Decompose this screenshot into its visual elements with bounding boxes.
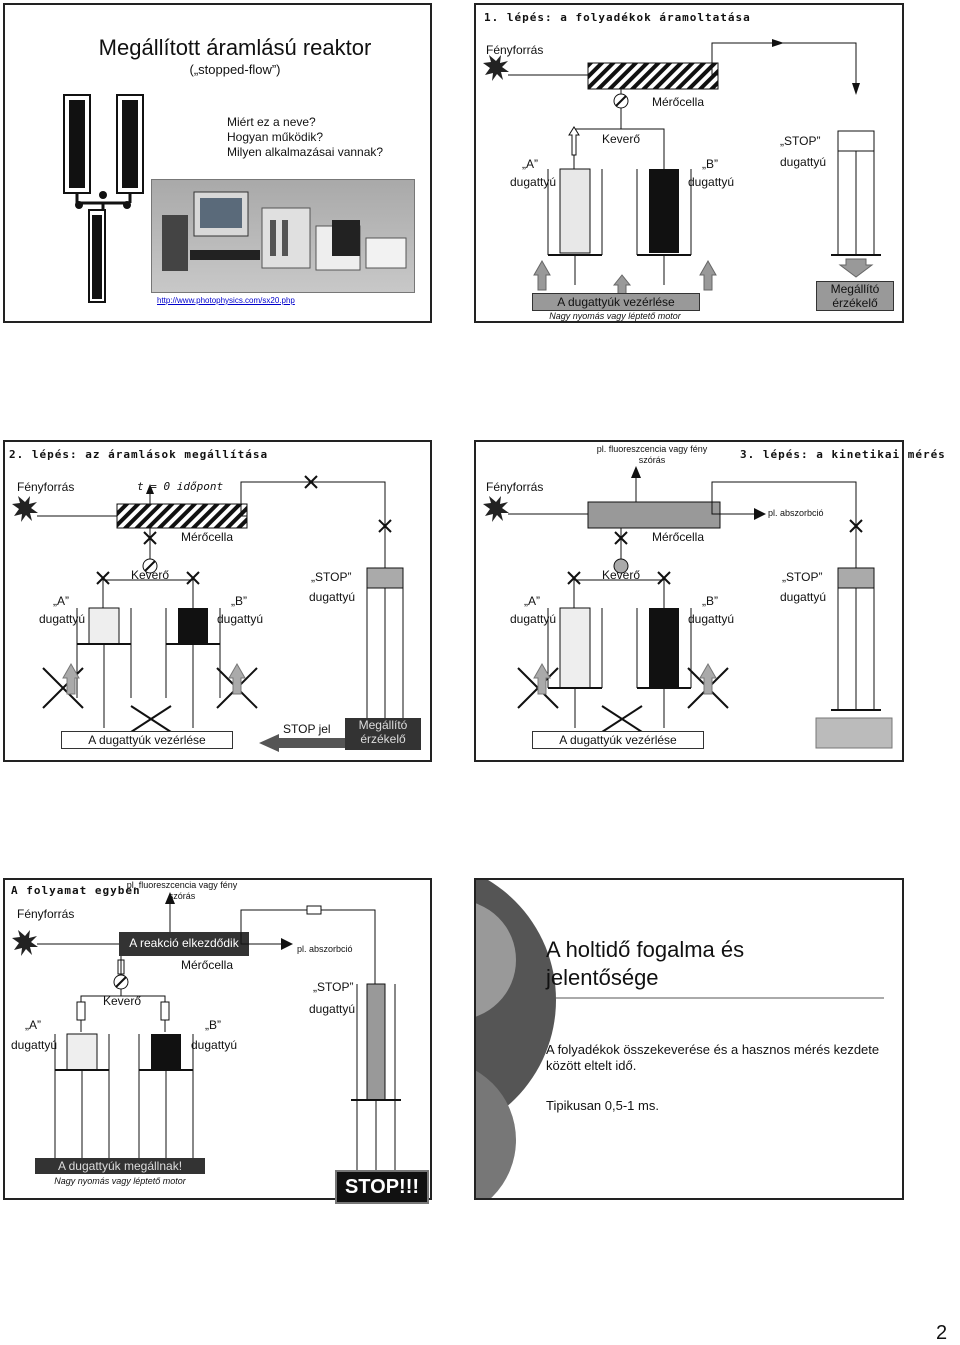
slide4-diagram <box>483 466 893 749</box>
slide4-fluorescence: pl. fluoreszcencia vagy fény szórás <box>596 444 708 465</box>
slide4-syringe-a-word: dugattyú <box>510 612 557 626</box>
slide5-stop-syringe: „STOP” <box>313 980 354 994</box>
page-number: 2 <box>936 1322 948 1344</box>
slide2-stop-detector: Megállító érzékelő <box>816 281 894 311</box>
slide2-motor: Nagy nyomás vagy léptető motor <box>549 311 681 321</box>
slide3-syringe-b-word: dugattyú <box>217 612 264 626</box>
slide1-subtitle: („stopped-flow”) <box>189 62 281 77</box>
slide5-syringe-a: „A” <box>25 1018 41 1032</box>
slide3-syringe-a: „A” <box>53 594 69 608</box>
slide2-syringe-a-word: dugattyú <box>510 175 557 189</box>
slide2-diagram <box>483 39 881 296</box>
slide4-stop-syringe-word: dugattyú <box>780 590 827 604</box>
slide6-typical: Tipikusan 0,5-1 ms. <box>546 1098 659 1113</box>
slide3-time-zero: t = 0 időpont <box>137 480 224 493</box>
slide2-stop-syringe: „STOP” <box>780 134 821 148</box>
slide4-syringe-b-word: dugattyú <box>688 612 735 626</box>
slide3-stop-syringe-word: dugattyú <box>309 590 356 604</box>
slide2-syringe-b: „B” <box>702 157 718 171</box>
slide2-stop-syringe-word: dugattyú <box>780 155 827 169</box>
slide4-heading: 3. lépés: a kinetikai mérés <box>740 448 946 461</box>
slide-4: pl. fluoreszcencia vagy fény szórás 3. l… <box>474 440 945 762</box>
slide2-heading: 1. lépés: a folyadékok áramoltatása <box>484 11 751 24</box>
stopped-flow-schematic-icon <box>63 94 144 303</box>
slide6-title: A holtidő fogalma és jelentősége <box>546 937 745 990</box>
slide2-control: A dugattyúk vezérlése <box>532 293 700 311</box>
slide1-title: Megállított áramlású reaktor <box>98 35 372 60</box>
slide4-syringe-b: „B” <box>702 594 718 608</box>
slide5-cell: Mérőcella <box>181 958 234 972</box>
instrument-photo <box>151 179 415 293</box>
slide1-question-2: Hogyan működik? <box>227 130 324 144</box>
slide3-heading: 2. lépés: az áramlások megállítása <box>9 448 269 461</box>
slide5-fluorescence: pl. fluoreszcencia vagy fény szórás <box>126 880 238 901</box>
slide2-syringe-a: „A” <box>522 157 538 171</box>
slide5-syringe-b-word: dugattyú <box>191 1038 238 1052</box>
slide5-diagram <box>12 892 401 1171</box>
slide2-syringe-b-word: dugattyú <box>688 175 735 189</box>
slide-5: A folyamat egyben pl. fluoreszcencia vag… <box>3 878 432 1204</box>
slide3-diagram <box>12 475 410 752</box>
slide3-cell: Mérőcella <box>181 530 234 544</box>
slide4-syringe-a: „A” <box>524 594 540 608</box>
slide4-mixer: Keverő <box>602 568 641 582</box>
slide6-decoration <box>476 880 884 1198</box>
slide3-stop-signal: STOP jel <box>283 722 331 736</box>
slide-6: A holtidő fogalma és jelentősége A folya… <box>474 878 904 1200</box>
slide4-light-source: Fényforrás <box>486 480 544 494</box>
slide1-url[interactable]: http://www.photophysics.com/sx20.php <box>157 296 295 305</box>
slide3-light-source: Fényforrás <box>17 480 75 494</box>
slide3-mixer: Keverő <box>131 568 170 582</box>
slide5-stop-big: STOP!!! <box>335 1170 429 1204</box>
slide2-light-source: Fényforrás <box>486 43 544 57</box>
slide5-reaction-start: A reakció elkezdődik <box>129 936 239 950</box>
slide4-control: A dugattyúk vezérlése <box>532 731 704 749</box>
slide3-stop-detector: Megállító érzékelő <box>345 718 421 750</box>
slide5-motor: Nagy nyomás vagy léptető motor <box>54 1176 186 1186</box>
slide4-cell: Mérőcella <box>652 530 705 544</box>
slide3-control: A dugattyúk vezérlése <box>61 731 233 749</box>
slide5-absorption: pl. abszorbció <box>297 944 353 954</box>
slide6-body: A folyadékok összekeverése és a hasznos … <box>546 1042 880 1073</box>
slide5-pistons-stop: A dugattyúk megállnak! <box>35 1158 205 1174</box>
slide5-heading: A folyamat egyben <box>11 884 141 897</box>
slide-2: 1. lépés: a folyadékok áramoltatása Fény… <box>474 3 904 323</box>
slide2-cell: Mérőcella <box>652 95 705 109</box>
slide-3: 2. lépés: az áramlások megállítása Fényf… <box>3 440 432 762</box>
slide3-syringe-b: „B” <box>231 594 247 608</box>
slide4-stop-syringe: „STOP” <box>782 570 823 584</box>
slide1-question-3: Milyen alkalmazásai vannak? <box>227 145 384 159</box>
slide5-light-source: Fényforrás <box>17 907 75 921</box>
slide5-syringe-a-word: dugattyú <box>11 1038 58 1052</box>
slide5-stop-syringe-word: dugattyú <box>309 1002 356 1016</box>
slide5-mixer: Keverő <box>103 994 142 1008</box>
slide2-mixer: Keverő <box>602 132 641 146</box>
slide4-absorption: pl. abszorbció <box>768 508 824 518</box>
slide1-question-1: Miért ez a neve? <box>227 115 316 129</box>
slide3-syringe-a-word: dugattyú <box>39 612 86 626</box>
slide-1: Megállított áramlású reaktor („stopped-f… <box>3 3 432 323</box>
slide3-stop-syringe: „STOP” <box>311 570 352 584</box>
slide5-syringe-b: „B” <box>205 1018 221 1032</box>
